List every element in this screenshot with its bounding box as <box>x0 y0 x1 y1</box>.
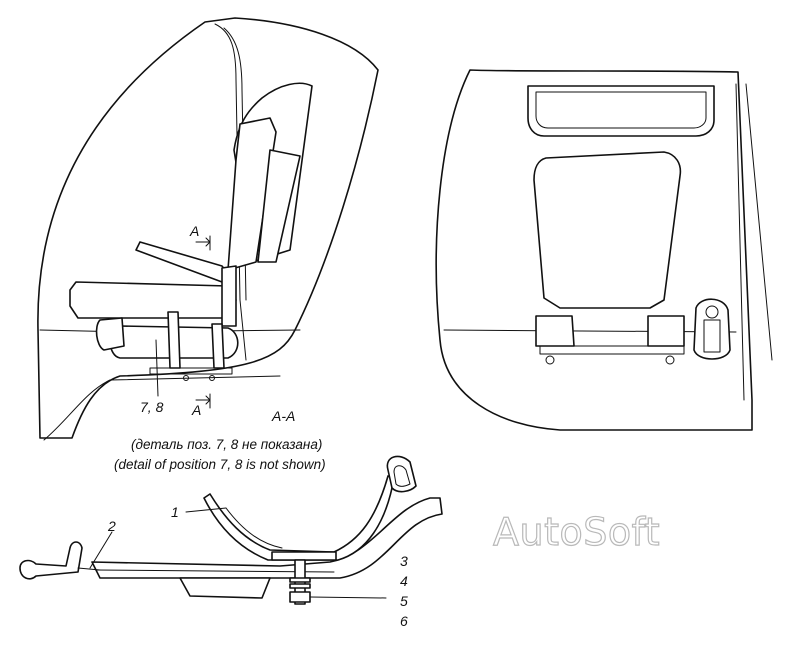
rear-cab-outline <box>435 69 753 431</box>
rear-seat-base <box>539 345 685 355</box>
callout-4: 4 <box>400 573 408 589</box>
position-callout-7-8: 7, 8 <box>140 399 164 415</box>
section-mark-top: A <box>189 223 199 239</box>
cab-floor-edge <box>43 375 281 441</box>
cab-pillar <box>214 23 247 361</box>
section-title: А-А <box>271 408 295 424</box>
bolt-right <box>209 375 215 381</box>
floor-pocket <box>179 577 271 599</box>
section-mark-bottom: A <box>191 402 201 418</box>
rear-extinguisher-valve <box>705 305 719 319</box>
leader-2 <box>89 531 113 569</box>
section-arrow-bottom <box>195 393 211 409</box>
strap-loop-inner <box>393 465 411 487</box>
rear-extinguisher <box>693 298 731 360</box>
seat-armrest <box>135 241 231 283</box>
bolt-left <box>183 375 189 381</box>
rear-seat-back <box>533 151 682 309</box>
callout-3: 3 <box>400 553 408 569</box>
watermark-logo: AutoSoft <box>493 510 660 554</box>
seat-cushion <box>69 281 237 319</box>
bolt-washer-3 <box>289 577 311 583</box>
extinguisher-bracket-left <box>167 311 181 369</box>
seat-post <box>221 265 237 327</box>
rear-seat-bolt-right <box>665 355 675 365</box>
extinguisher-head <box>95 317 125 351</box>
cab-pillar-inner <box>223 27 247 301</box>
release-rod <box>77 567 101 571</box>
rear-cab-right-edge-2 <box>745 83 773 361</box>
callout-1: 1 <box>171 504 179 520</box>
seat-back-rear <box>257 149 301 263</box>
floor-plate <box>91 497 443 579</box>
leader-7-8 <box>155 339 159 397</box>
seat-back-cushion <box>227 117 277 271</box>
rear-extinguisher-strap <box>703 319 721 353</box>
rear-window <box>527 85 715 137</box>
leader-5 <box>309 596 387 599</box>
rear-cab-right-edge-1 <box>735 83 745 401</box>
rear-view-cab <box>435 69 773 431</box>
rear-cab-floor <box>443 329 737 333</box>
leader-1 <box>185 507 227 513</box>
extinguisher-base <box>149 367 233 375</box>
rear-seat-left-leg <box>535 315 575 347</box>
side-view-cab <box>37 17 379 441</box>
rear-window-inner <box>535 91 707 129</box>
release-handle <box>19 541 83 580</box>
cab-side-panel <box>37 17 379 439</box>
cradle-inner-line <box>225 507 283 549</box>
rear-seat-bolt-left <box>545 355 555 365</box>
clamp-washer <box>271 551 337 561</box>
callout-5: 5 <box>400 593 408 609</box>
extinguisher-bracket-right <box>211 323 225 369</box>
bolt-washer-4 <box>289 583 311 589</box>
fire-extinguisher <box>95 311 239 381</box>
note-english: (detail of position 7, 8 is not shown) <box>114 457 326 472</box>
callout-6: 6 <box>400 613 408 629</box>
strap-loop <box>386 455 417 493</box>
section-detail <box>19 455 443 605</box>
note-russian: (деталь поз. 7, 8 не показана) <box>131 437 322 452</box>
section-arrow-top <box>195 235 211 251</box>
bolt-nut-5 <box>289 591 311 603</box>
callout-2: 2 <box>107 518 116 534</box>
rear-extinguisher-body <box>693 298 731 360</box>
rear-seat-right-leg <box>647 315 685 347</box>
